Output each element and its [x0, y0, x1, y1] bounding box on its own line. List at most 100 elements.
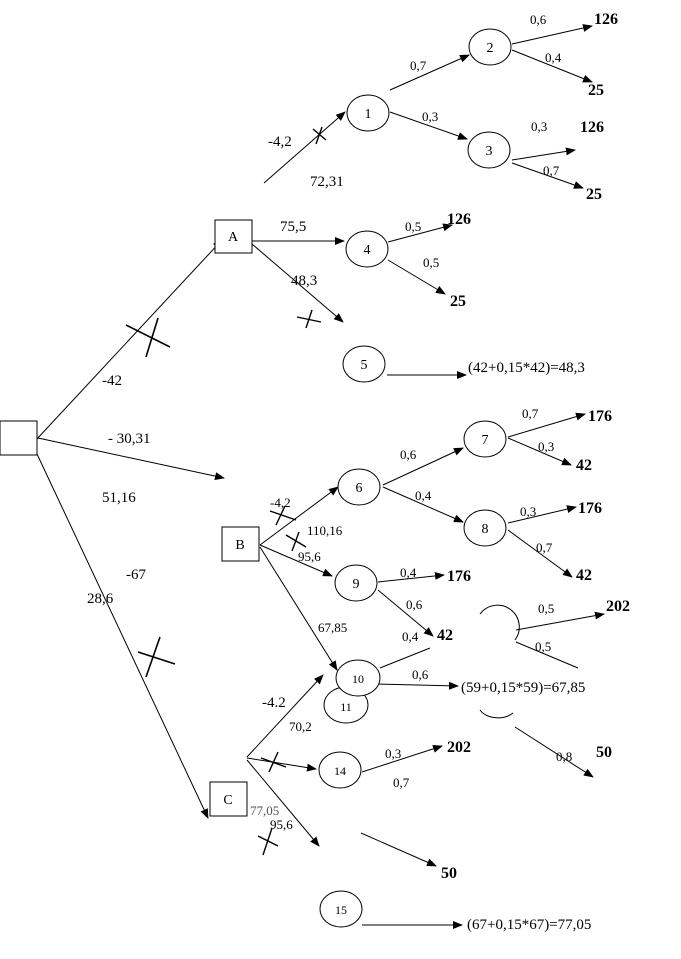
chance-node-14 — [318, 751, 362, 789]
edge-arc-low — [515, 641, 579, 669]
label-v4-126: 126 — [447, 211, 471, 228]
edge-c-14 — [246, 757, 317, 772]
label-v4-25: 25 — [450, 293, 466, 310]
label-b-6-cost: -4,2 — [270, 495, 291, 510]
chance-node-8 — [463, 509, 507, 547]
chance-node-6 — [337, 468, 381, 506]
label-v7-176: 176 — [588, 408, 612, 425]
edge-6-8 — [382, 486, 464, 523]
label-p-4-126: 0,5 — [405, 219, 421, 234]
decision-node-a — [214, 219, 253, 254]
label-v-arc-50: 50 — [596, 744, 612, 761]
decision-node-label-b: B — [235, 538, 244, 553]
label-v14-202: 202 — [447, 739, 471, 756]
edge-4-25 — [387, 259, 446, 295]
label-p-8-176: 0,3 — [520, 504, 536, 519]
edge-1-2 — [389, 54, 470, 91]
chance-arc-lower — [479, 709, 514, 719]
chance-node-label-1: 1 — [365, 107, 372, 122]
label-v2-126: 126 — [594, 11, 618, 28]
label-v-arc-202: 202 — [606, 598, 630, 615]
label-v9-42: 42 — [437, 627, 453, 644]
cut-mark-c14-2 — [268, 751, 279, 773]
label-root-b-ev: 51,16 — [102, 490, 136, 506]
chance-node-label-3: 3 — [486, 144, 493, 159]
edge-c-low — [246, 759, 320, 847]
chance-node-label-7: 7 — [482, 433, 489, 448]
edge-b-6 — [259, 486, 339, 546]
label-v9-176: 176 — [447, 568, 471, 585]
label-p-8-42: 0,7 — [536, 540, 553, 555]
label-v8-42: 42 — [576, 567, 592, 584]
label-a-4-value: 75,5 — [280, 219, 306, 235]
chance-node-label-14: 14 — [334, 764, 346, 778]
label-p-6-7: 0,6 — [400, 447, 417, 462]
label-p-arc-50: 0,8 — [556, 749, 572, 764]
label-p-1-3: 0,3 — [422, 109, 438, 124]
decision-node-label-c: C — [223, 793, 232, 808]
edge-root-c — [36, 453, 209, 819]
label-v3-126: 126 — [580, 119, 604, 136]
chance-node-label-9: 9 — [353, 577, 360, 592]
label-p-3-126: 0,3 — [531, 119, 547, 134]
edge-2-126 — [511, 24, 593, 45]
edge-3-25 — [511, 162, 584, 189]
label-a-1-cost: -4,2 — [268, 134, 292, 150]
cut-mark-root-a-2 — [145, 317, 159, 358]
edge-7-42 — [507, 437, 572, 466]
label-n10-formula: (59+0,15*59)=67,85 — [461, 680, 585, 696]
chance-node-label-2: 2 — [487, 41, 494, 56]
label-b-6-value: 110,16 — [307, 523, 343, 538]
edge-c-10 — [246, 674, 324, 758]
edge-3-126 — [511, 147, 576, 161]
edge-6-7 — [382, 447, 464, 486]
edge-1-3 — [389, 111, 468, 140]
chance-node-label-15: 15 — [335, 903, 347, 917]
edge-b-9 — [259, 544, 333, 577]
edge-8-176 — [507, 505, 577, 524]
label-root-c-value: 28,6 — [87, 591, 114, 607]
cut-mark-root-c-1 — [137, 651, 176, 665]
label-c-value-70: 70,2 — [289, 719, 312, 734]
cut-mark-a5-2 — [305, 309, 313, 329]
chance-node-label-10: 10 — [352, 672, 364, 686]
chance-node-label-8: 8 — [482, 522, 489, 537]
decision-node-root — [0, 420, 38, 456]
edge-arc-202 — [515, 611, 605, 631]
label-p-14-low: 0,7 — [393, 775, 410, 790]
label-n15-formula: (67+0,15*67)=77,05 — [467, 917, 591, 933]
chance-node-label-6: 6 — [356, 481, 363, 496]
edge-a-1 — [263, 111, 346, 184]
label-p-9-42: 0,6 — [406, 597, 423, 612]
label-root-c-cost: -67 — [126, 567, 146, 583]
tree-edges — [35, 24, 605, 929]
edge-9-176 — [377, 571, 445, 583]
edge-8-42 — [507, 529, 573, 578]
label-n5-formula: (42+0,15*42)=48,3 — [468, 360, 585, 376]
label-c-value-77: 77,05 — [250, 803, 279, 818]
label-root-b-value: - 30,31 — [108, 431, 151, 447]
label-v3-25: 25 — [586, 186, 602, 203]
edge-a-5 — [251, 243, 344, 323]
cut-mark-a1-2 — [315, 126, 323, 145]
label-p-arc-low: 0,5 — [535, 639, 551, 654]
label-a-1-value: 72,31 — [310, 174, 344, 190]
label-p-7-176: 0,7 — [522, 406, 539, 421]
decision-node-b — [221, 526, 260, 562]
label-p-1-2: 0,7 — [410, 58, 427, 73]
chance-node-10 — [335, 659, 381, 697]
edge-root-a — [35, 239, 223, 441]
chance-node-label-11: 11 — [340, 700, 352, 714]
label-p-2-126: 0,6 — [530, 12, 547, 27]
label-p-6-8: 0,4 — [415, 488, 432, 503]
chance-node-3 — [467, 131, 511, 169]
chance-node-15 — [319, 890, 363, 928]
label-a-5-value: 48,3 — [291, 273, 317, 289]
chance-node-9 — [334, 564, 378, 602]
edge-9-42 — [377, 589, 434, 637]
cut-mark-b9-2 — [291, 531, 300, 552]
label-p-10-mid: 0,6 — [412, 667, 429, 682]
edge-4-126 — [387, 223, 453, 243]
edge-root-b — [37, 437, 225, 481]
chance-node-1 — [346, 94, 390, 132]
